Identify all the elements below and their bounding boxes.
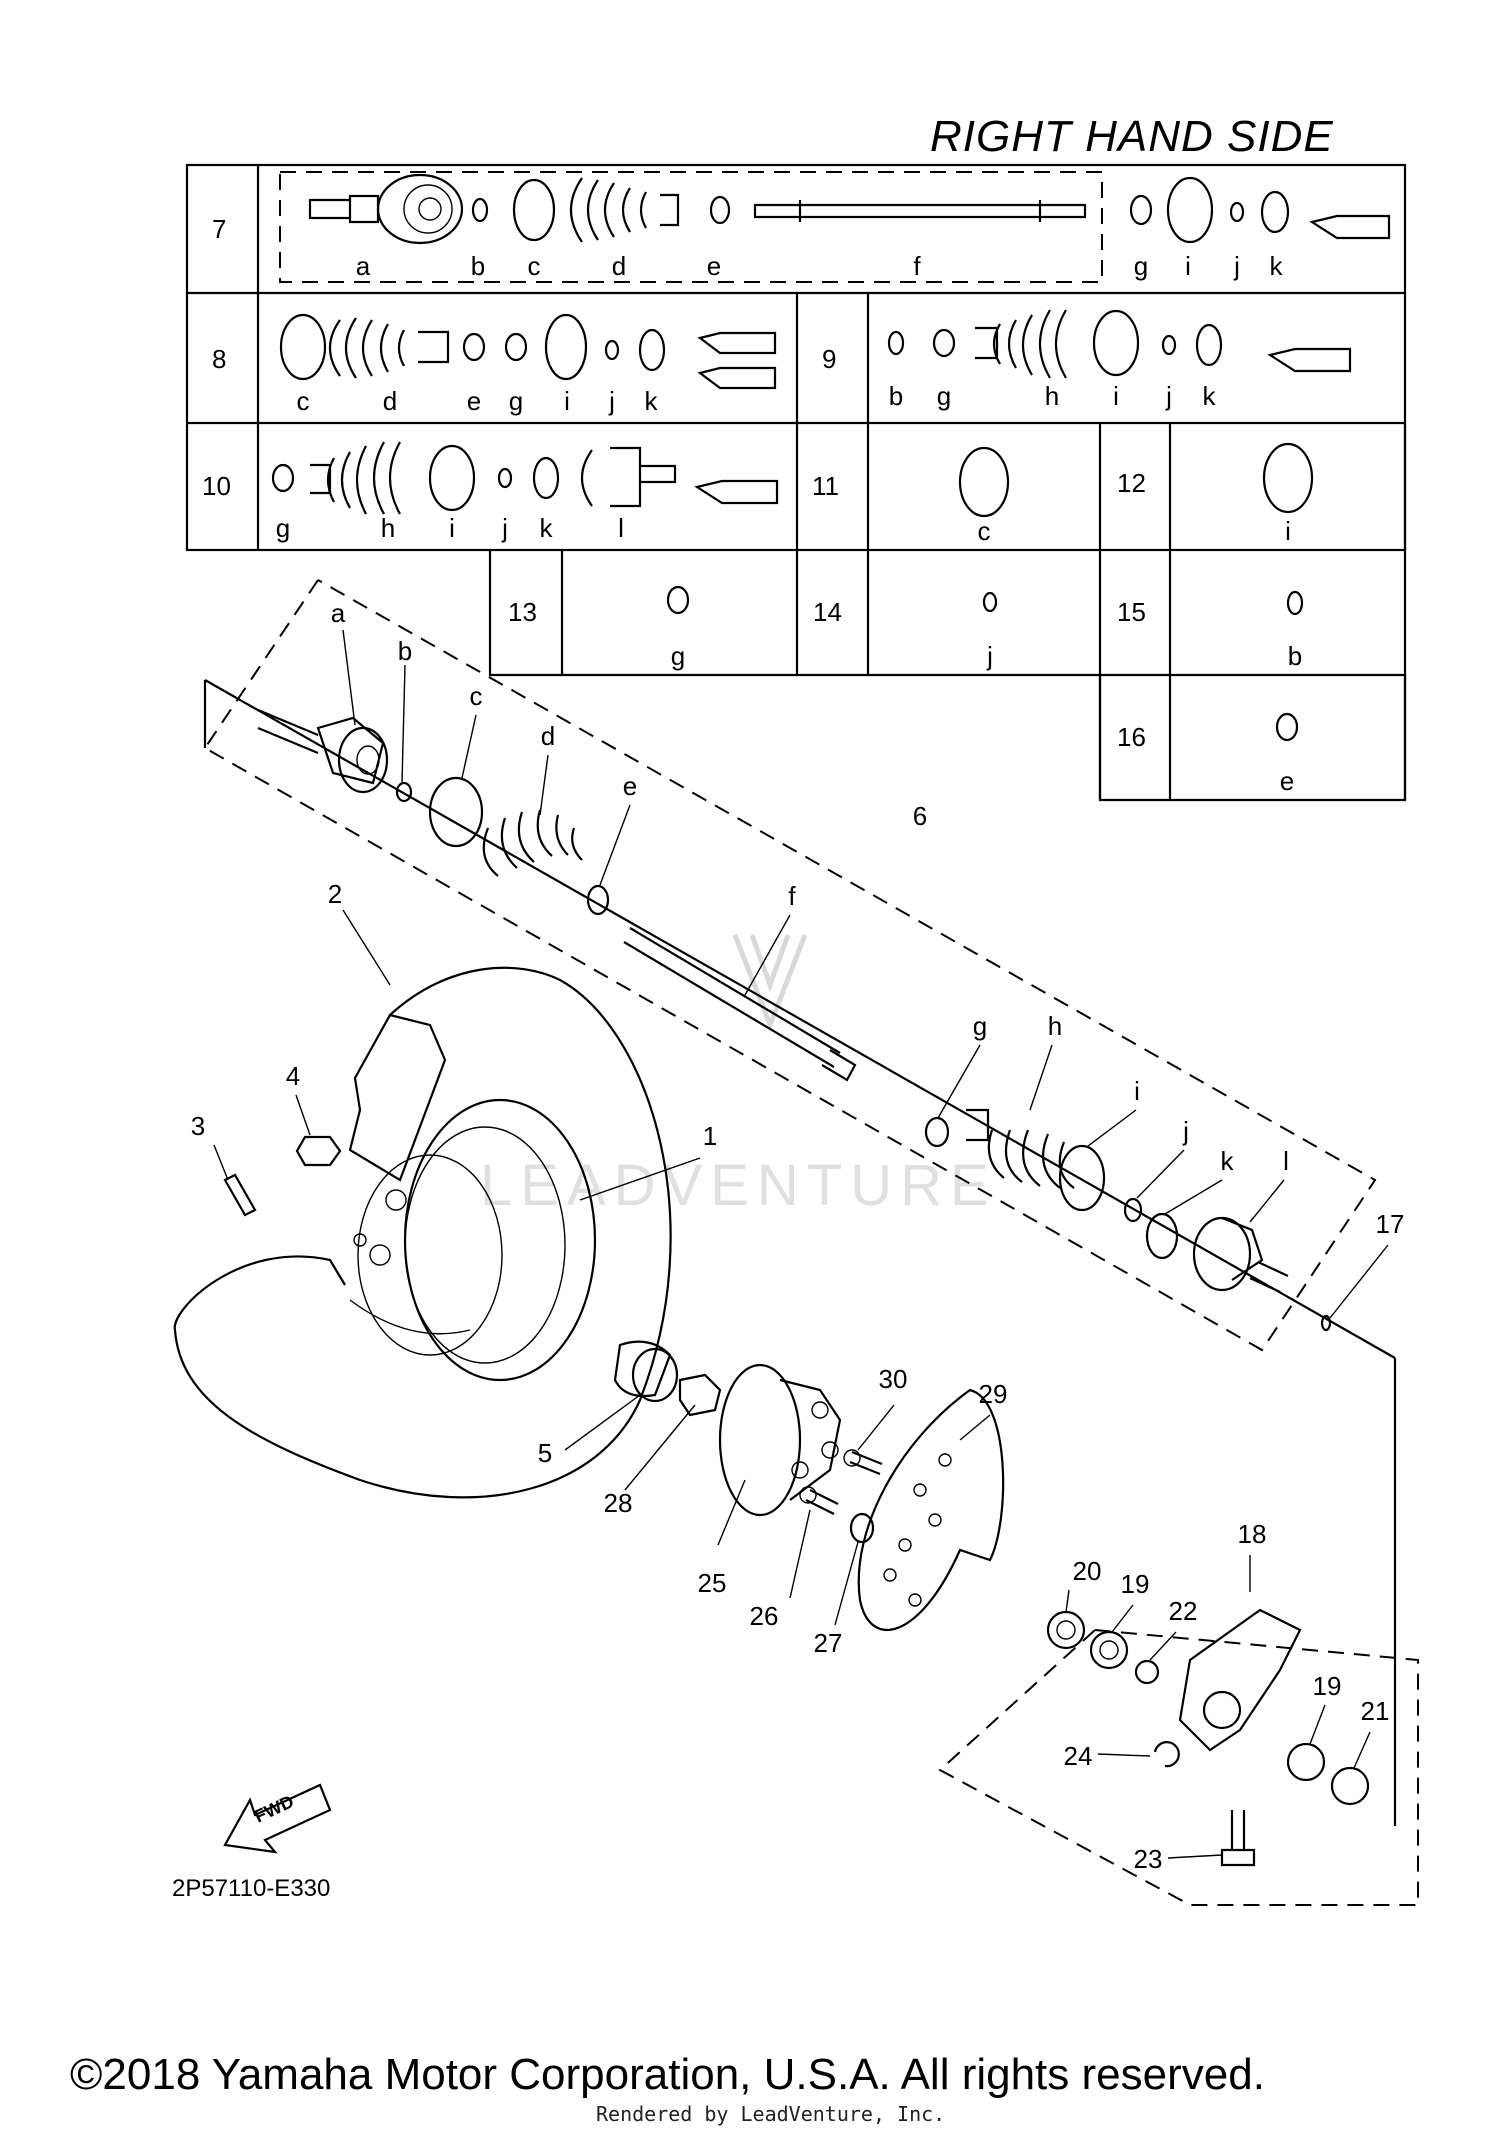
kit-letter: c [978,516,991,546]
kit-letter: k [645,386,659,416]
kit-letter: b [471,251,485,281]
kit-letter: g [937,381,951,411]
callout-26: 26 [750,1601,779,1631]
kit-letter: i [564,386,570,416]
callout-23: 23 [1134,1844,1163,1874]
fwd-label: FWD [251,1791,297,1826]
kit-letter: i [1285,516,1291,546]
kit-letter: g [1134,251,1148,281]
kit-letter: g [509,386,523,416]
callout-1: 1 [703,1121,717,1151]
kit-letter: b [889,381,903,411]
callout-letter-k: k [1221,1146,1235,1176]
kit-letter: i [449,513,455,543]
kit-letter: f [913,251,921,281]
kit-number-11: 11 [812,471,839,501]
callout-letter-j: j [1182,1116,1189,1146]
kit-letter: h [381,513,395,543]
drive-shaft-parts [257,708,1332,1332]
kit-letter: j [608,386,615,416]
callout-letter-b: b [398,636,412,666]
callout-24: 24 [1064,1741,1093,1771]
kit-number-13: 13 [508,597,537,627]
callout-22: 22 [1169,1596,1198,1626]
callout-letter-l: l [1283,1146,1289,1176]
kit-letter: l [618,513,624,543]
callout-25: 25 [698,1568,727,1598]
kit-number-15: 15 [1117,597,1146,627]
kit-letter: j [1233,251,1240,281]
kit-letter: e [707,251,721,281]
kit-letter: i [1185,251,1191,281]
callout-letter-a: a [331,598,346,628]
kit-number-12: 12 [1117,468,1146,498]
kit-number-9: 9 [822,344,836,374]
kit-number-8: 8 [212,344,226,374]
callout-19-lower: 19 [1313,1671,1342,1701]
callout-4: 4 [286,1061,300,1091]
leader-lines [213,629,1389,1859]
kit-number-16: 16 [1117,722,1146,752]
kit-number-10: 10 [202,471,231,501]
callout-letter-g: g [973,1011,987,1041]
callout-5: 5 [538,1438,552,1468]
callout-letter-i: i [1134,1076,1140,1106]
callout-2: 2 [328,879,342,909]
hub-parts [223,1135,1005,1632]
kit-letter: k [1270,251,1284,281]
kit-letter: e [467,386,481,416]
kit-letter: k [540,513,554,543]
kit-letter: a [356,251,371,281]
callout-18: 18 [1238,1519,1267,1549]
kit-number-14: 14 [813,597,842,627]
part-number: 2P57110-E330 [172,1875,331,1902]
kit-letter: g [671,641,685,671]
axle-assembly-outline [203,579,1397,1826]
kit-number-7: 7 [212,214,226,244]
watermark-logo: LEADVENTURE [480,934,997,1218]
callout-28: 28 [604,1488,633,1518]
callout-letter-d: d [541,721,555,751]
knuckle-assembly [938,1608,1419,1906]
kit-letter: j [501,513,508,543]
callout-letter-h: h [1048,1011,1062,1041]
callout-letter-e: e [623,771,637,801]
rendered-by-credit: Rendered by LeadVenture, Inc. [596,2102,946,2126]
kit-letter: d [612,251,626,281]
kit-table-grid [185,163,1407,802]
callout-6: 6 [913,801,927,831]
wheel-tire [173,966,672,1499]
kit-letter: c [528,251,541,281]
callout-17: 17 [1376,1209,1405,1239]
callout-3: 3 [191,1111,205,1141]
kit-letter: i [1113,381,1119,411]
kit-letter: j [1165,381,1172,411]
kit-letter: k [1203,381,1217,411]
callout-21: 21 [1361,1696,1390,1726]
callout-30: 30 [879,1364,908,1394]
callout-19-upper: 19 [1121,1569,1150,1599]
kit-letter: h [1045,381,1059,411]
kit-part-icons [271,173,1391,742]
kit-letter: e [1280,766,1294,796]
callout-27: 27 [814,1628,843,1658]
callout-20: 20 [1073,1556,1102,1586]
callout-29: 29 [979,1379,1008,1409]
kit-letter: b [1288,641,1302,671]
watermark-text: LEADVENTURE [480,1153,997,1218]
fwd-arrow-icon: FWD [223,1783,332,1854]
copyright-notice: ©2018 Yamaha Motor Corporation, U.S.A. A… [70,2050,1265,2099]
kit-letter: g [276,513,290,543]
kit-letter: c [297,386,310,416]
page-title: RIGHT HAND SIDE [930,112,1334,161]
callout-letter-f: f [788,881,796,911]
kit-letter: j [986,641,993,671]
kit-letter: d [383,386,397,416]
callout-letter-c: c [470,681,483,711]
